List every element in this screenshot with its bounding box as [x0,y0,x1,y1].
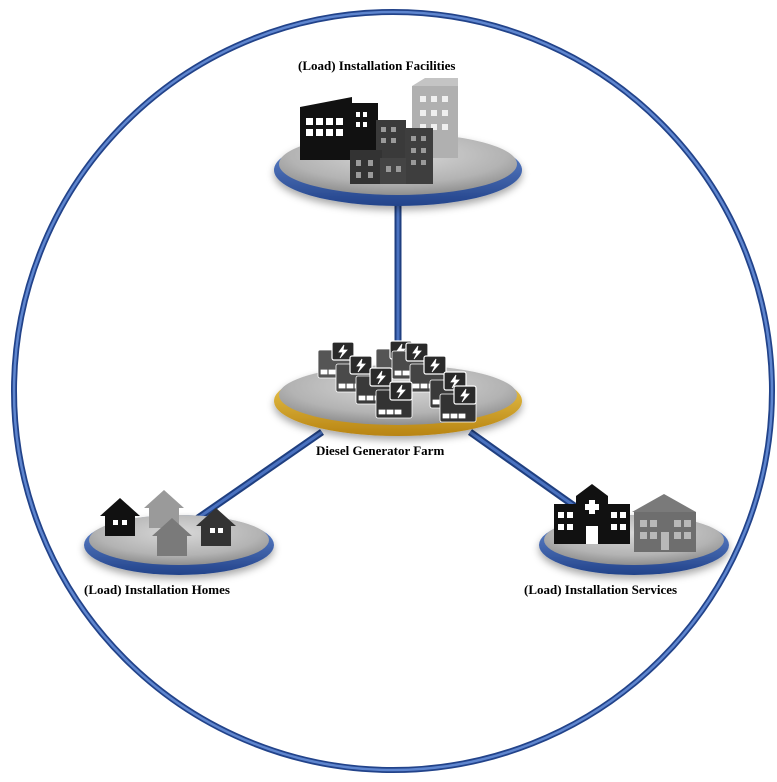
boundary-ring-highlight [12,10,774,772]
homes-label: (Load) Installation Homes [84,582,230,597]
facilities-node [274,78,522,206]
houses-icon [100,490,236,556]
connection-lines [183,205,583,530]
services-buildings-icon [554,484,696,552]
generator-node [274,340,522,436]
services-node [539,484,729,575]
homes-node [84,490,274,575]
generator-label: Diesel Generator Farm [316,443,445,458]
facilities-label: (Load) Installation Facilities [298,58,456,73]
services-label: (Load) Installation Services [524,582,678,597]
factory-icon [300,78,458,184]
